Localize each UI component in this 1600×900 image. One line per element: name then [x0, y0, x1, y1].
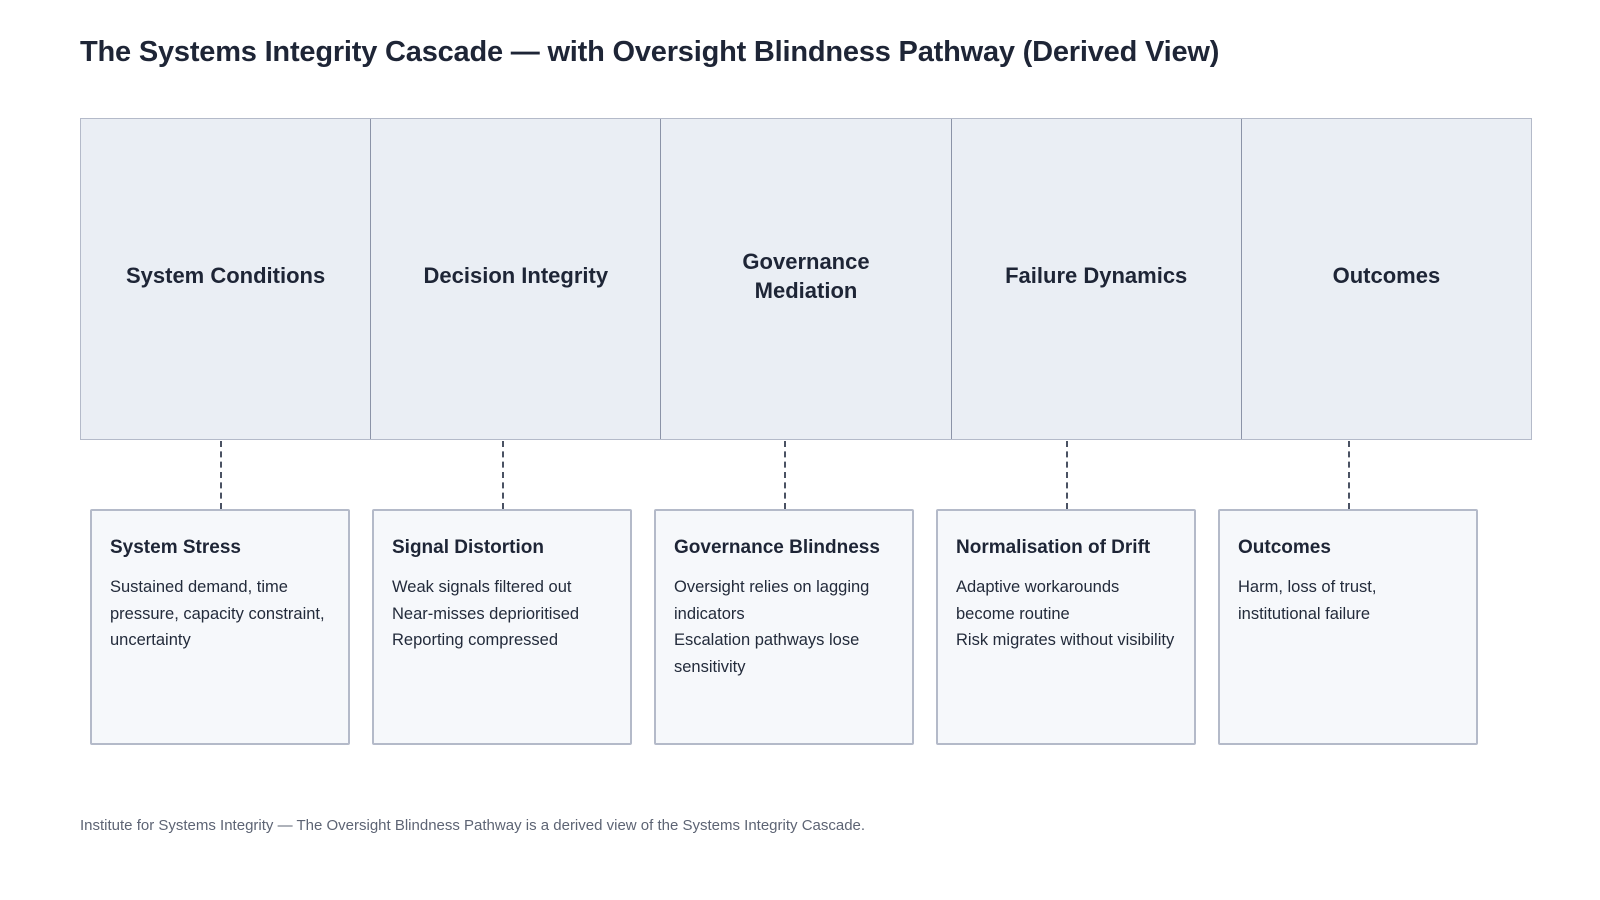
footer-note: Institute for Systems Integrity — The Ov… [80, 817, 866, 834]
pathway-card-title: Governance Blindness [674, 537, 880, 558]
pathway-card-title: Outcomes [1238, 537, 1331, 558]
stage-cell-decision-integrity[interactable]: Decision Integrity [371, 119, 662, 439]
stage-cell-label: Failure Dynamics [1005, 263, 1188, 289]
stage-cell-failure-dynamics[interactable]: Failure Dynamics [952, 119, 1242, 439]
pathway-card-normalisation-of-drift[interactable]: Normalisation of Drift Adaptive workarou… [936, 509, 1196, 745]
pathway-card-body: Harm, loss of trust, institutional failu… [1238, 577, 1377, 623]
connector-line-3 [784, 441, 786, 509]
stage-cell-outcomes[interactable]: Outcomes [1242, 119, 1531, 439]
page-title: The Systems Integrity Cascade — with Ove… [80, 36, 1220, 68]
pathway-card-governance-blindness[interactable]: Governance Blindness Oversight relies on… [654, 509, 914, 745]
pathway-card-body: Sustained demand, time pressure, capacit… [110, 577, 325, 650]
pathway-card-title: Signal Distortion [392, 537, 544, 558]
stage-band: System Conditions Decision Integrity Gov… [80, 118, 1532, 440]
pathway-card-row: System Stress Sustained demand, time pre… [80, 509, 1532, 745]
pathway-card-title: Normalisation of Drift [956, 537, 1151, 558]
pathway-card-outcomes[interactable]: Outcomes Harm, loss of trust, institutio… [1218, 509, 1478, 745]
stage-cell-label: Outcomes [1332, 263, 1441, 289]
connector-line-4 [1066, 441, 1068, 509]
stage-cell-label: System Conditions [125, 263, 326, 289]
pathway-card-signal-distortion[interactable]: Signal Distortion Weak signals filtered … [372, 509, 632, 745]
pathway-card-system-stress[interactable]: System Stress Sustained demand, time pre… [90, 509, 350, 745]
connector-line-5 [1348, 441, 1350, 509]
pathway-card-title: System Stress [110, 537, 241, 558]
stage-cell-label: Decision Integrity [423, 263, 609, 289]
stage-cell-system-conditions[interactable]: System Conditions [81, 119, 372, 439]
connector-line-1 [220, 441, 222, 509]
connector-line-2 [502, 441, 504, 509]
